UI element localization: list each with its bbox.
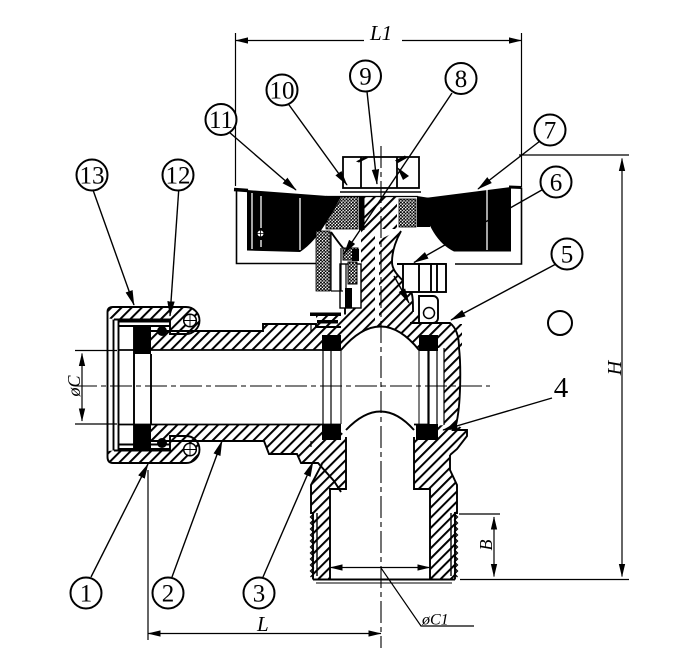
- svg-text:6: 6: [550, 170, 563, 197]
- svg-text:øC1: øC1: [421, 612, 449, 629]
- svg-text:13: 13: [80, 163, 105, 190]
- svg-text:8: 8: [455, 66, 468, 93]
- svg-text:L1: L1: [369, 21, 392, 45]
- svg-text:2: 2: [162, 581, 175, 608]
- svg-text:H: H: [604, 359, 626, 376]
- svg-text:B: B: [476, 540, 496, 551]
- svg-text:3: 3: [253, 581, 266, 608]
- svg-text:1: 1: [80, 581, 93, 608]
- svg-text:10: 10: [270, 78, 295, 105]
- svg-text:øC: øC: [64, 375, 84, 398]
- svg-text:9: 9: [359, 64, 372, 91]
- svg-text:11: 11: [209, 107, 233, 134]
- svg-text:4: 4: [554, 372, 569, 404]
- svg-text:L: L: [256, 612, 269, 636]
- svg-text:7: 7: [544, 118, 557, 145]
- svg-text:12: 12: [166, 163, 191, 190]
- svg-text:5: 5: [561, 242, 574, 269]
